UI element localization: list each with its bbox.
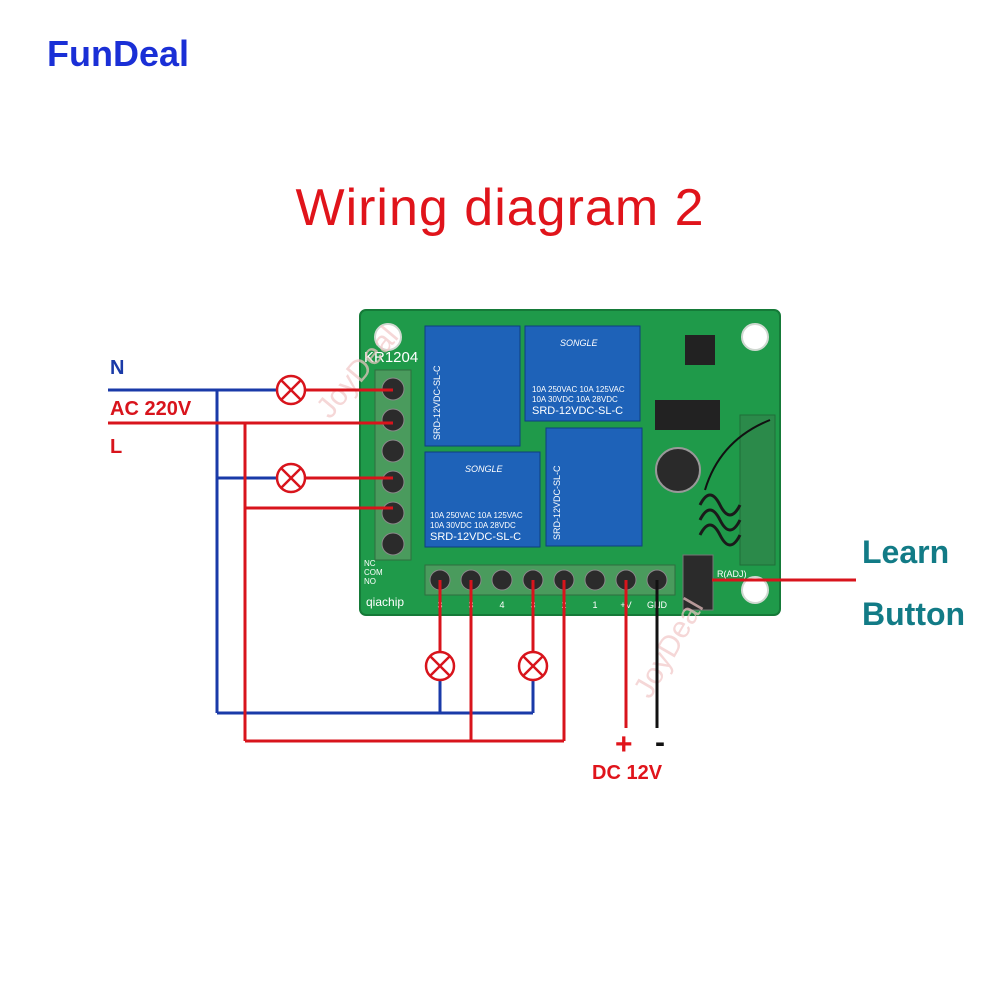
- relay-model: SRD-12VDC-SL-C: [552, 465, 562, 540]
- lamp-icon: [424, 650, 456, 682]
- button-label: Button: [862, 596, 966, 632]
- decoder-chip: [655, 400, 720, 430]
- relay-model: SRD-12VDC-SL-C: [430, 531, 521, 543]
- mount-hole: [374, 323, 402, 351]
- dc-plus-label: +: [615, 728, 633, 761]
- board-model: KR1204: [364, 349, 418, 366]
- pin-label-com: COM: [364, 568, 383, 577]
- relay-board: KR1204 qiachip NC COM NO 3: [359, 309, 781, 616]
- relay-1: SRD-12VDC-SL-C: [424, 325, 521, 447]
- mount-hole: [741, 323, 769, 351]
- ic-chip: [685, 335, 715, 365]
- pin-label-no: NO: [364, 577, 376, 586]
- relay-rating: 10A 30VDC 10A 28VDC: [430, 521, 516, 530]
- pin-label-nc: NC: [364, 559, 376, 568]
- relay-rating: 10A 250VAC 10A 125VAC: [430, 511, 523, 520]
- receiver-module: [739, 414, 776, 566]
- relay-rating: 10A 30VDC 10A 28VDC: [532, 395, 618, 404]
- neutral-label: N: [110, 357, 125, 379]
- learn-button-switch[interactable]: [682, 554, 714, 611]
- relay-model: SRD-12VDC-SL-C: [432, 365, 442, 440]
- relay-rating: 10A 250VAC 10A 125VAC: [532, 385, 625, 394]
- relay-brand: SONGLE: [465, 464, 504, 474]
- terminal-label: 1: [592, 600, 597, 610]
- relay-2: SONGLE 10A 250VAC 10A 125VAC 10A 30VDC 1…: [524, 325, 641, 422]
- bottom-terminals: [429, 569, 668, 591]
- relay-4: SRD-12VDC-SL-C: [545, 427, 643, 547]
- diagram-title: Wiring diagram 2: [295, 179, 705, 237]
- capacitor: [655, 447, 701, 493]
- brand-logo: FunDeal: [47, 33, 190, 74]
- dc-minus-label: -: [655, 726, 665, 759]
- live-label: L: [110, 436, 123, 458]
- dc-voltage-label: DC 12V: [592, 762, 663, 784]
- antenna-wire: [704, 419, 771, 491]
- learn-label: Learn: [862, 534, 950, 570]
- lamps: [275, 374, 549, 682]
- neutral-wires: [108, 388, 535, 715]
- lamp-icon: [275, 374, 307, 406]
- relay-model: SRD-12VDC-SL-C: [532, 405, 623, 417]
- relay-brand: SONGLE: [560, 338, 599, 348]
- board-maker: qiachip: [366, 595, 404, 609]
- antenna-coil: [698, 493, 742, 547]
- ac-voltage-label: AC 220V: [110, 398, 192, 420]
- relay-3: SONGLE 10A 250VAC 10A 125VAC 10A 30VDC 1…: [424, 451, 541, 548]
- lamp-icon: [517, 650, 549, 682]
- live-wires: [108, 388, 856, 743]
- terminal-label: 4: [499, 600, 504, 610]
- lamp-icon: [275, 462, 307, 494]
- mount-hole: [741, 576, 769, 604]
- adj-label: R(ADJ): [717, 569, 747, 579]
